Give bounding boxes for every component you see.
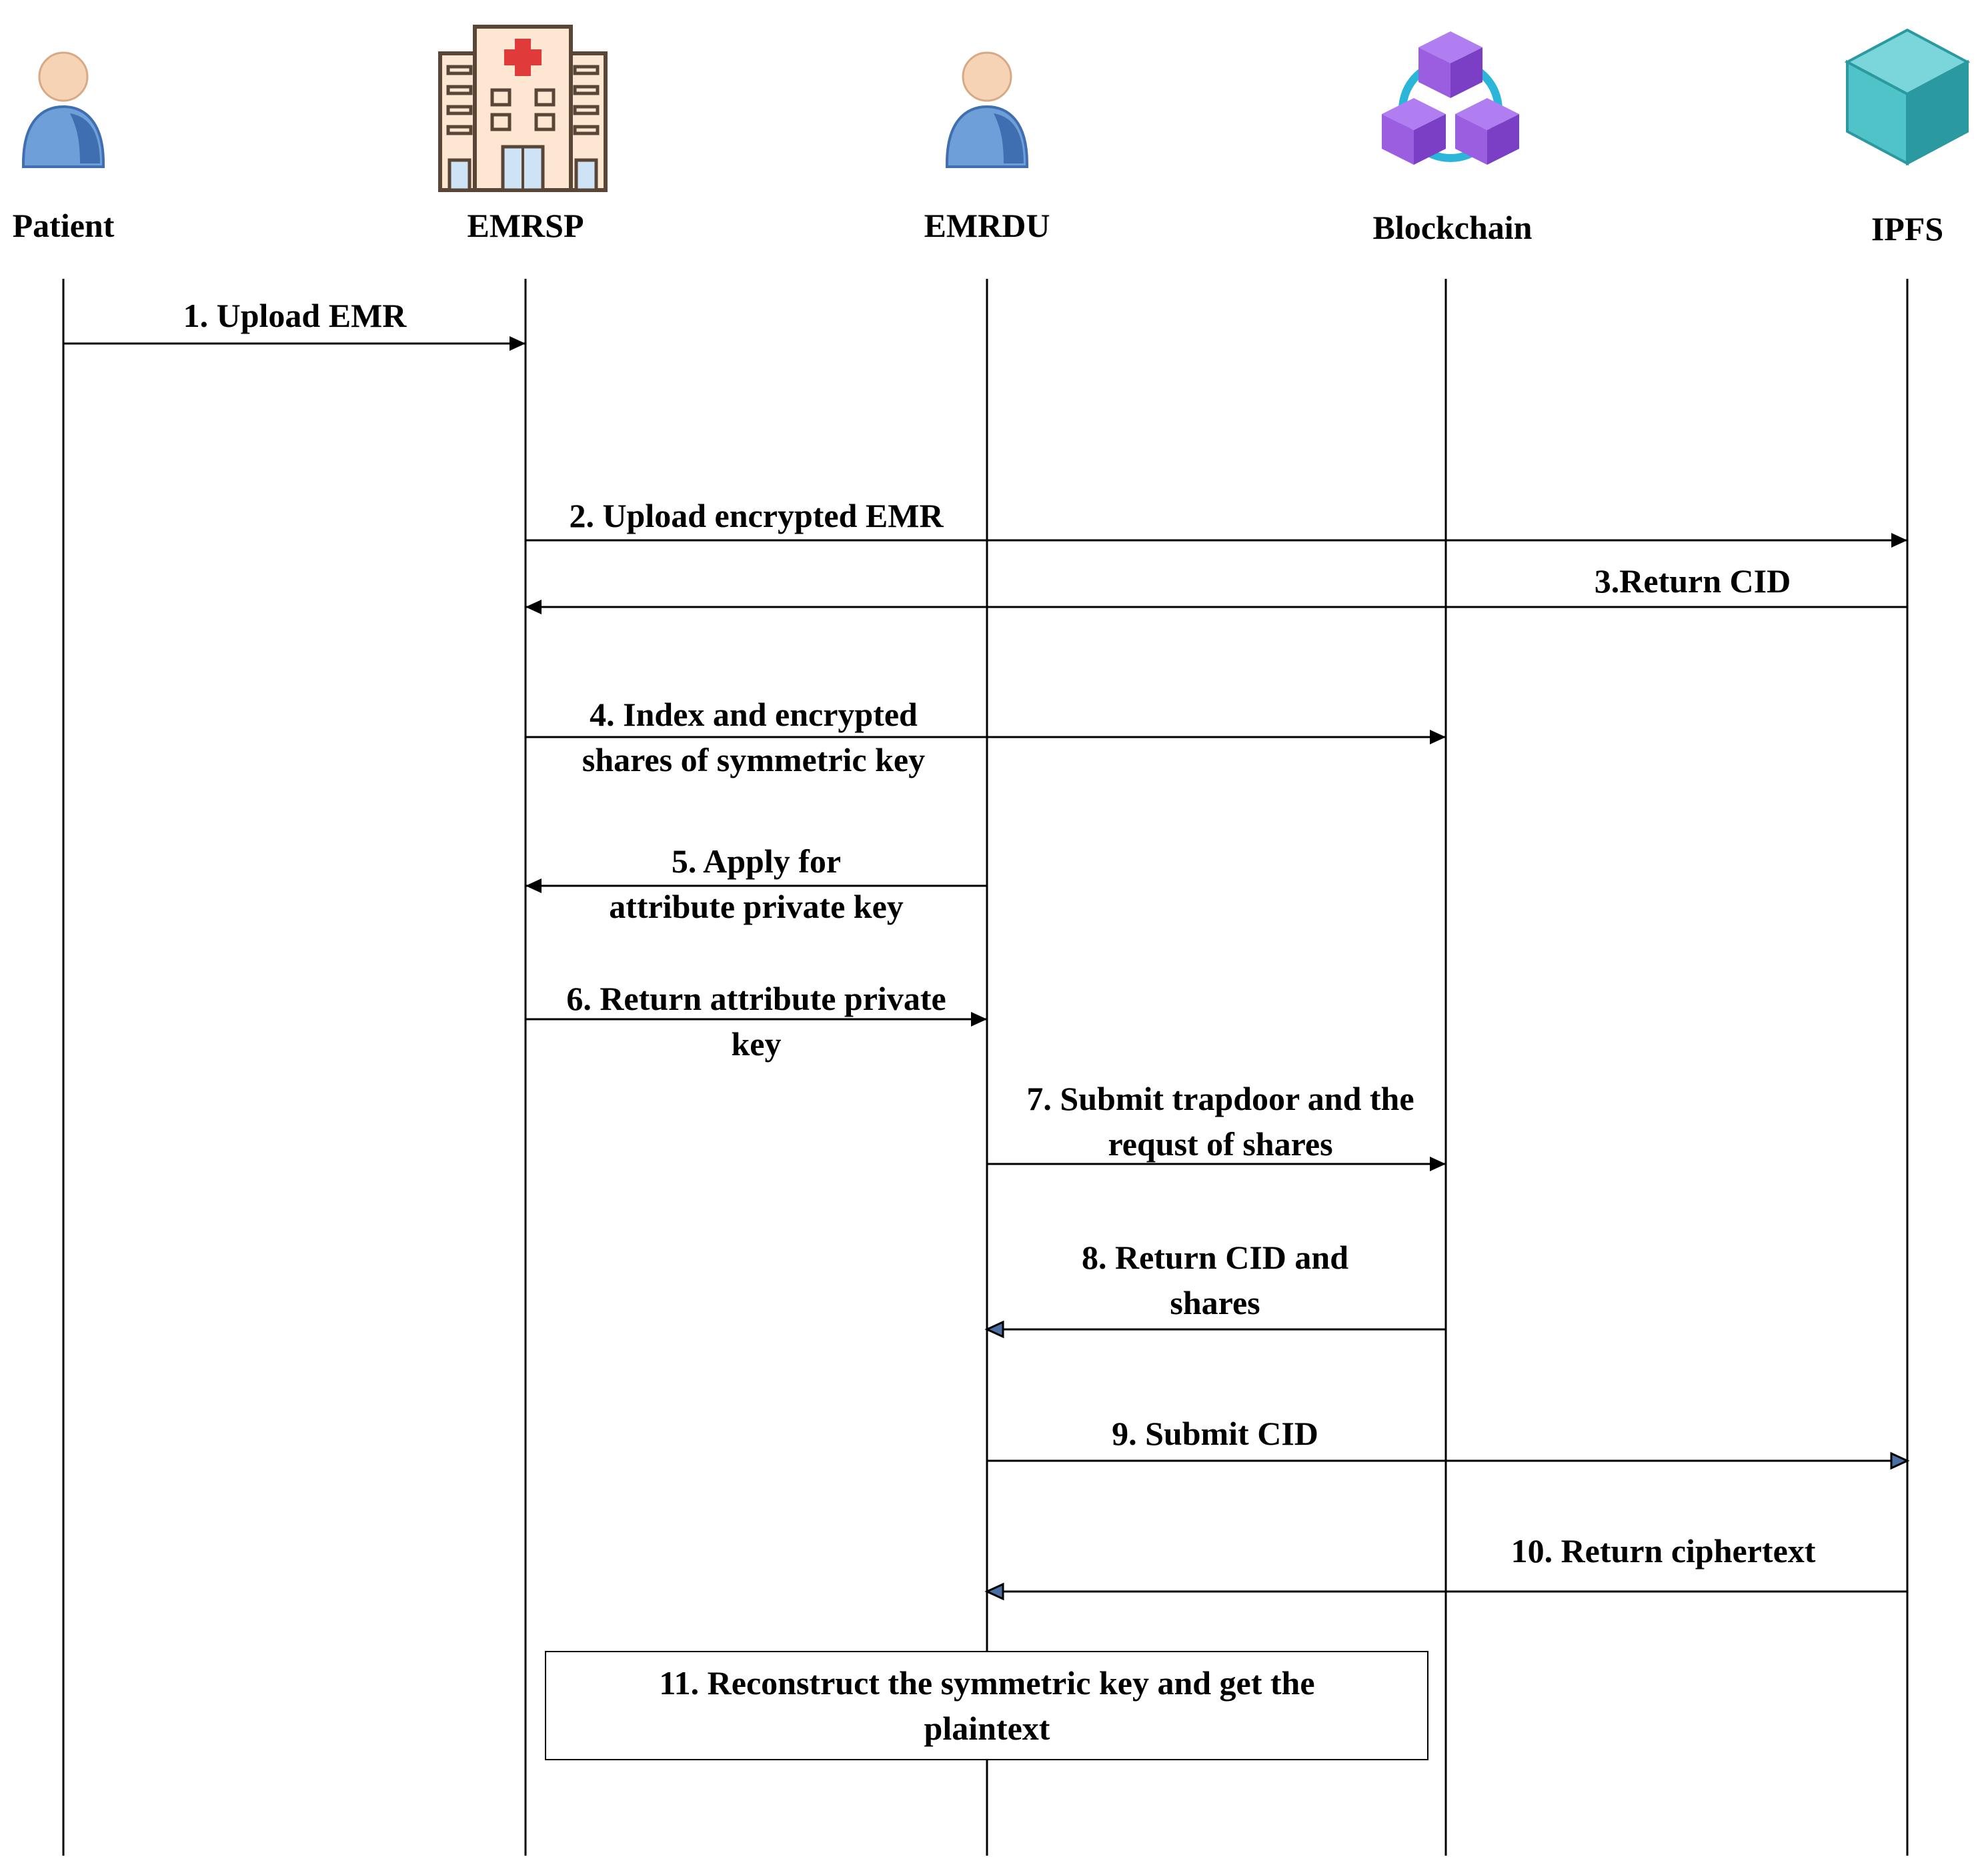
actor-label-emrsp: EMRSP [467,207,584,244]
message-label-8a: 8. Return CID and [1082,1239,1348,1276]
arrowhead-9 [1890,1451,1910,1470]
message-label-3: 3.Return CID [1595,562,1791,600]
message-label-9: 9. Submit CID [1112,1415,1318,1452]
arrowhead-5 [526,878,542,893]
hospital-building-icon [438,25,608,192]
message-label-8b: shares [1170,1284,1260,1321]
arrowhead-10 [984,1582,1004,1601]
message-label-7b: requst of shares [1108,1125,1332,1163]
note-box [545,1651,1428,1760]
message-label-5a: 5. Apply for [672,842,841,880]
note-label-line2: plaintext [924,1710,1050,1747]
message-label-7a: 7. Submit trapdoor and the [1026,1080,1414,1117]
message-label-10: 10. Return ciphertext [1511,1532,1816,1570]
message-label-2: 2. Upload encrypted EMR [569,497,944,534]
message-label-4a: 4. Index and encrypted [590,696,918,733]
actor-label-emrdu: EMRDU [924,207,1050,244]
message-label-1: 1. Upload EMR [183,297,407,334]
blockchain-cubes-icon [1382,31,1519,165]
arrowhead-3 [526,600,542,614]
arrowhead-7 [1430,1157,1446,1171]
ipfs-cube-icon [1844,28,1971,166]
data-user-person-icon [946,51,1028,168]
message-label-6a: 6. Return attribute private [566,980,946,1017]
arrowhead-4 [1430,730,1446,744]
message-label-5b: attribute private key [609,888,904,925]
message-label-4b: shares of symmetric key [582,741,925,778]
actor-label-blockchain: Blockchain [1373,209,1533,246]
arrowhead-6 [971,1012,987,1027]
note-label-line1: 11. Reconstruct the symmetric key and ge… [659,1664,1314,1702]
actor-label-ipfs: IPFS [1871,210,1943,247]
arrowhead-1 [510,336,526,351]
message-label-6b: key [732,1025,782,1063]
actor-label-patient: Patient [13,207,115,244]
patient-person-icon [22,51,105,168]
arrowhead-2 [1891,533,1907,548]
arrowhead-8 [984,1320,1004,1339]
